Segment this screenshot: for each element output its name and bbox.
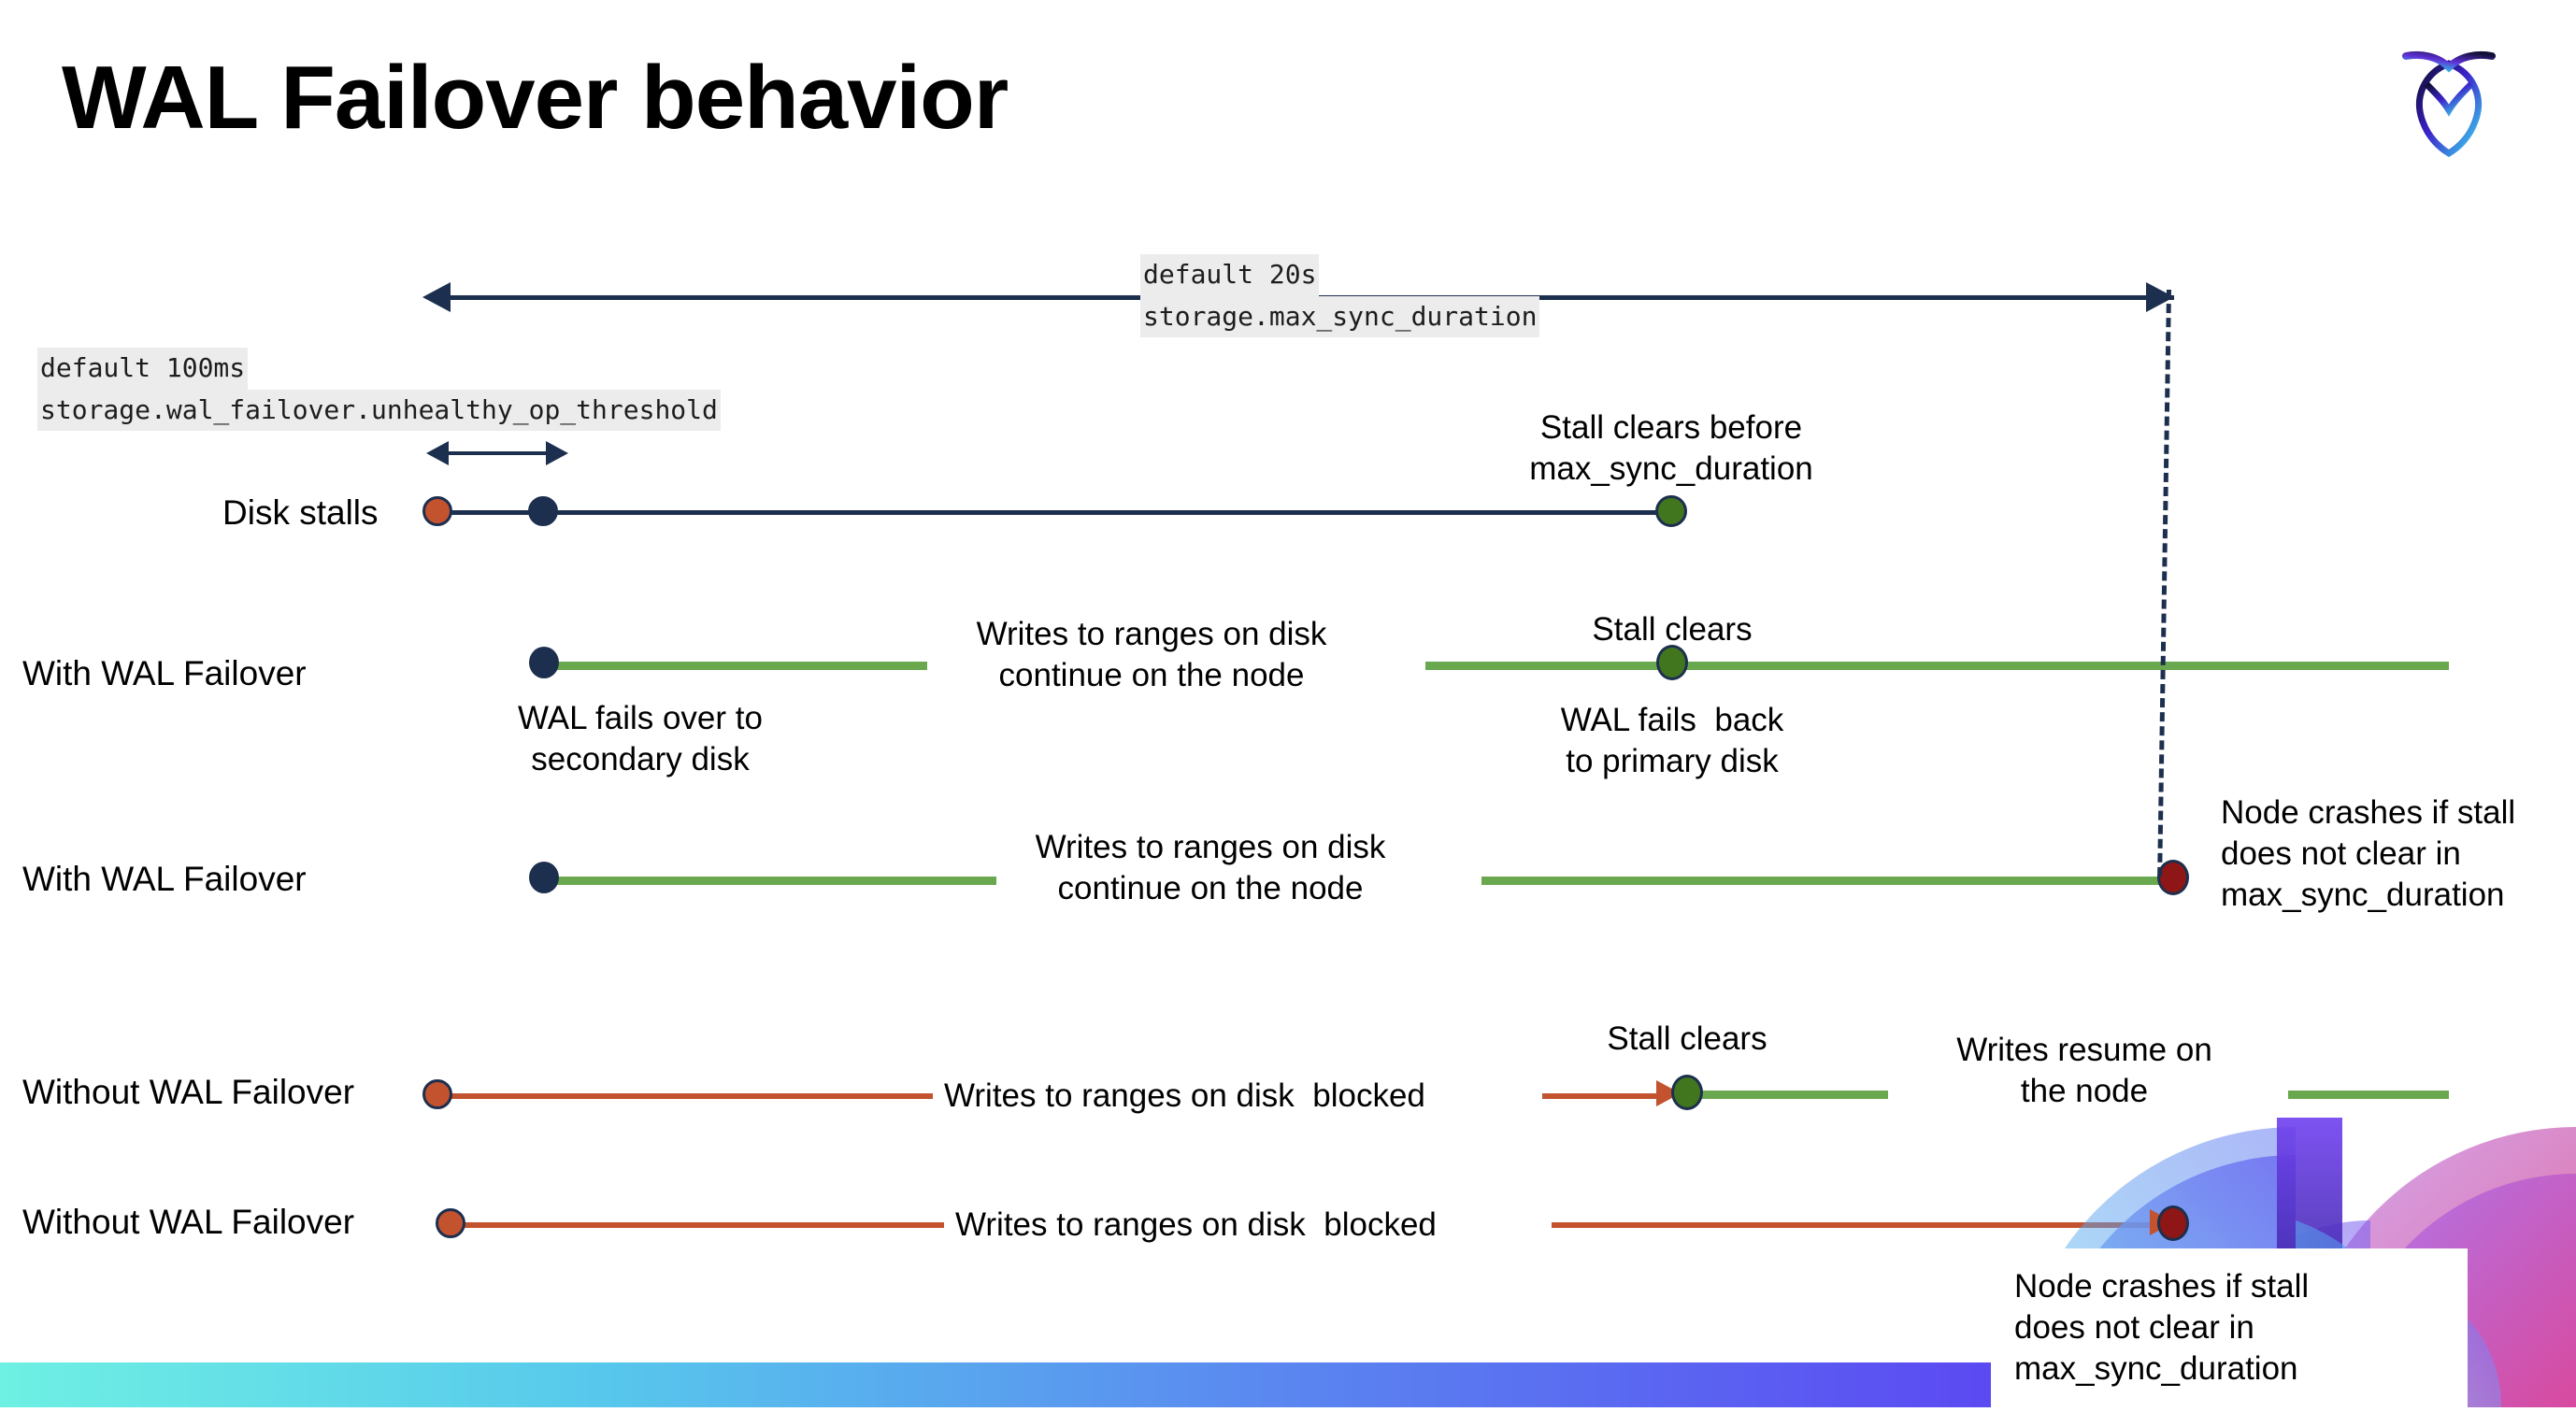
max-sync-span-arrow-right-icon (2146, 282, 2174, 312)
wal-failover-start-dot (529, 647, 559, 678)
caption-wal-fails-back: WAL fails back to primary disk (1560, 702, 1784, 780)
disk-stall-clears-dot (1655, 495, 1687, 527)
caption-node-crashes-row5: Node crashes if stall does not clear in … (2014, 1268, 2310, 1388)
unhealthy-window-arrow-left-icon (426, 441, 449, 465)
wal-failover-stall-clears-dot (1656, 645, 1688, 680)
without-failover-resume-line-a (1697, 1091, 1888, 1099)
disk-stalls-timeline (443, 510, 1677, 515)
annotation-max-sync-setting: storage.max_sync_duration (1140, 295, 1540, 338)
annotation-unhealthy-default: default 100ms (37, 348, 249, 390)
max-sync-deadline-dashed-line (2157, 289, 2171, 877)
caption-node-crashes-row3: Node crashes if stall does not clear in … (2221, 794, 2516, 914)
caption-stall-clears-before-max-sync: Stall clears before max_sync_duration (1529, 409, 1813, 488)
annotation-unhealthy-setting: storage.wal_failover.unhealthy_op_thresh… (37, 389, 721, 432)
row-label-with-wal-failover-crash: With WAL Failover (22, 860, 307, 898)
caption-writes-continue-row3: Writes to ranges on disk continue on the… (1035, 829, 1386, 907)
without-failover-stall-start-dot (422, 1079, 452, 1109)
without-failover-blocked-line-a (447, 1093, 933, 1099)
wal-failover-clears-segment-a (548, 662, 927, 670)
without-failover-crash-line-b (1552, 1222, 2168, 1228)
caption-writes-resume: Writes resume on the node (1956, 1032, 2212, 1110)
caption-writes-blocked-row4: Writes to ranges on disk blocked (944, 1077, 1425, 1114)
cockroachdb-logo-icon (2374, 28, 2524, 159)
node-crash-dot-row3 (2157, 860, 2189, 895)
without-failover-stall-clears-dot (1671, 1075, 1703, 1110)
caption-wal-fails-over: WAL fails over to secondary disk (518, 700, 763, 778)
row-label-without-wal-failover-crash: Without WAL Failover (22, 1203, 355, 1241)
without-failover-resume-line-b (2288, 1091, 2449, 1099)
annotation-unhealthy-op-threshold: default 100ms storage.wal_failover.unhea… (37, 348, 721, 432)
caption-stall-clears-row4: Stall clears (1607, 1020, 1767, 1057)
footer-gradient-bar (0, 1362, 1991, 1407)
caption-writes-blocked-row5: Writes to ranges on disk blocked (955, 1206, 1437, 1243)
annotation-max-sync-duration: default 20s storage.max_sync_duration (1140, 254, 1540, 338)
caption-writes-continue-row2: Writes to ranges on disk continue on the… (976, 616, 1327, 694)
without-failover-crash-line-a (458, 1222, 944, 1228)
wal-failover-crash-segment-b (1481, 877, 2178, 885)
unhealthy-window-line (447, 451, 550, 455)
annotation-max-sync-default: default 20s (1140, 254, 1320, 296)
disk-stall-detected-dot (528, 496, 558, 526)
row-label-disk-stalls: Disk stalls (222, 493, 379, 532)
disk-stall-start-dot (422, 496, 452, 526)
without-failover-crash-start-dot (436, 1208, 465, 1238)
page-title: WAL Failover behavior (62, 48, 1009, 148)
wal-failover-crash-start-dot (529, 862, 559, 893)
without-failover-blocked-line-b (1542, 1093, 1668, 1099)
max-sync-span-arrow-left-icon (422, 282, 451, 312)
unhealthy-window-arrow-right-icon (546, 441, 568, 465)
caption-stall-clears-row2: Stall clears (1592, 611, 1753, 648)
wal-failover-clears-segment-b (1425, 662, 2449, 670)
row-label-with-wal-failover-clears: With WAL Failover (22, 654, 307, 692)
row-label-without-wal-failover-clears: Without WAL Failover (22, 1073, 355, 1111)
node-crash-dot-row5 (2157, 1205, 2189, 1241)
caption-card-background (1982, 1248, 2468, 1407)
wal-failover-crash-segment-a (548, 877, 996, 885)
